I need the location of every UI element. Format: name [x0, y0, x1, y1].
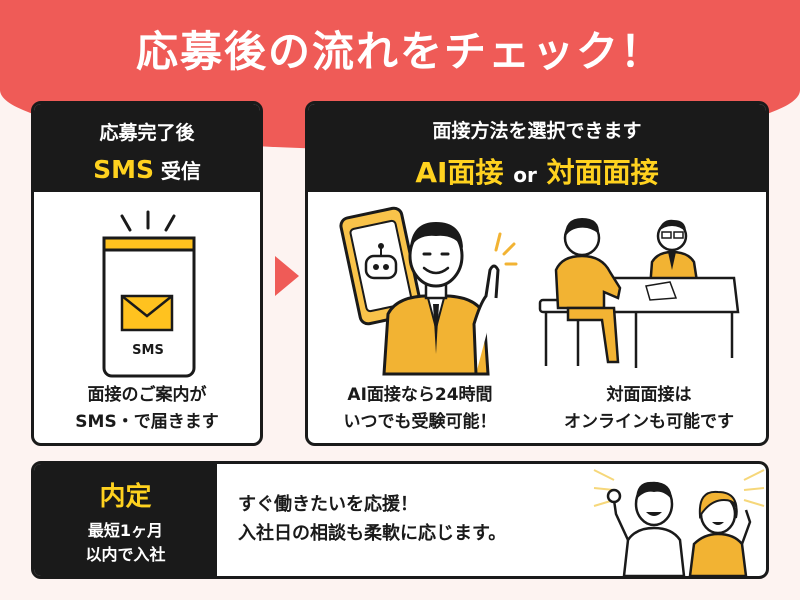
face-interview-label: 対面面接 [546, 156, 659, 189]
sms-step-card: 応募完了後 SMS 受信 SMS 面接のご案内が SMS・で届きます [31, 101, 263, 446]
offer-period: 最短1ヶ月 以内で入社 [34, 519, 217, 567]
offer-message: すぐ働きたいを応援！ 入社日の相談も柔軟に応じます。 [238, 490, 506, 548]
interview-step-line2: AI面接 or 対面面接 [308, 151, 766, 191]
ai-interview-label: AI面接 [415, 156, 504, 189]
offer-period-line1: 最短1ヶ月 [87, 521, 164, 540]
cheering-people-illustration [593, 469, 765, 576]
offer-label-block: 内定 最短1ヶ月 以内で入社 [34, 464, 217, 576]
phone-sms-illustration: SMS [102, 210, 196, 378]
arrow-right-icon [275, 256, 299, 296]
ai-interview-illustration [339, 206, 518, 376]
interview-step-line1: 面接方法を選択できます [432, 120, 642, 142]
sms-step-line2: SMS 受信 [34, 155, 260, 184]
sms-caption: 面接のご案内が SMS・で届きます [34, 382, 260, 436]
ai-caption-line1: AI面接なら24時間 [347, 385, 493, 405]
sms-step-header: 応募完了後 SMS 受信 [34, 104, 260, 192]
sms-caption-line1: 面接のご案内が [87, 385, 207, 405]
phone-sms-text: SMS [132, 343, 164, 358]
offer-label: 内定 [99, 482, 152, 512]
face-caption-line2: オンラインも可能です [564, 412, 734, 432]
sms-step-line1: 応募完了後 [99, 122, 195, 144]
offer-card: 内定 最短1ヶ月 以内で入社 すぐ働きたいを応援！ 入社日の相談も柔軟に応じます… [31, 461, 769, 579]
face-caption: 対面面接は オンラインも可能です [536, 382, 762, 436]
offer-message-line1: すぐ働きたいを応援！ [238, 494, 418, 515]
interview-step-card: 面接方法を選択できます AI面接 or 対面面接 [305, 101, 769, 446]
page-title: 応募後の流れをチェック！ [135, 27, 664, 76]
offer-message-line2: 入社日の相談も柔軟に応じます。 [238, 523, 507, 544]
face-interview-illustration [538, 218, 740, 368]
sms-caption-line2: SMS・で届きます [75, 412, 219, 432]
face-caption-line1: 対面面接は [606, 385, 692, 405]
interview-step-header: 面接方法を選択できます AI面接 or 対面面接 [308, 104, 766, 192]
or-label: or [513, 163, 537, 187]
receive-label: 受信 [160, 159, 201, 183]
ai-caption: AI面接なら24時間 いつでも受験可能！ [320, 382, 520, 436]
sms-label: SMS [93, 155, 154, 184]
ai-caption-line2: いつでも受験可能！ [343, 412, 497, 432]
offer-period-line2: 以内で入社 [85, 545, 166, 564]
